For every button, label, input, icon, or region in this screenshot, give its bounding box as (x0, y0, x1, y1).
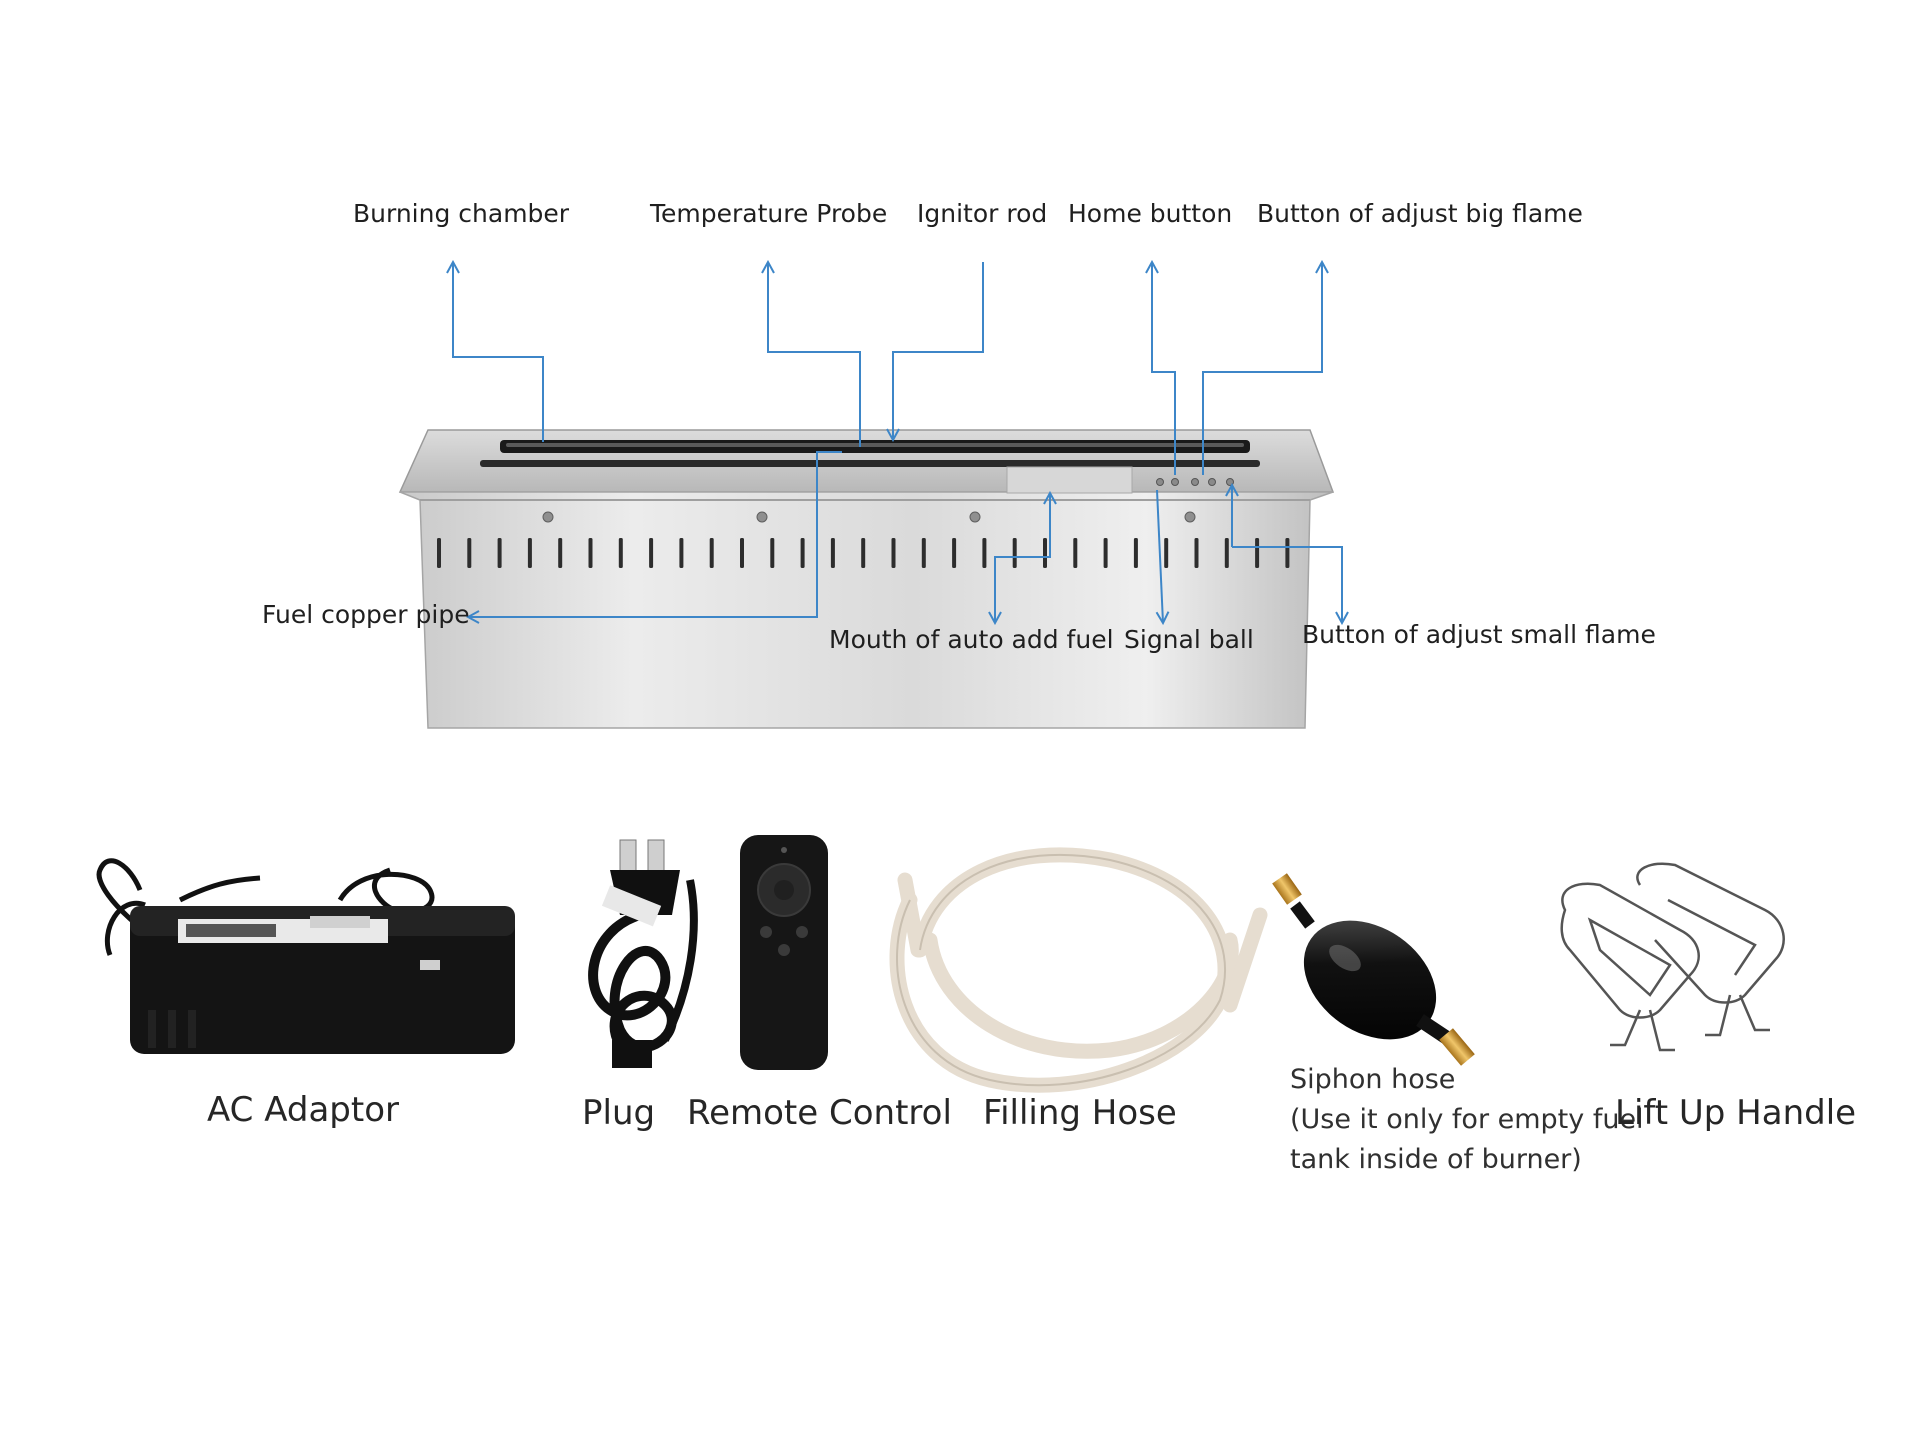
vent-slot (619, 538, 623, 568)
siphon-bulb-image (1272, 873, 1475, 1066)
vent-slot (589, 538, 593, 568)
label-home-button: Home button (1068, 199, 1232, 228)
vent-slot (831, 538, 835, 568)
label-temperature-probe: Temperature Probe (650, 199, 887, 228)
label-filling-hose: Filling Hose (983, 1093, 1177, 1133)
ac-adaptor-image (99, 861, 515, 1054)
vent-slot (1104, 538, 1108, 568)
label-fuel-copper-pipe: Fuel copper pipe (262, 600, 470, 629)
label-siphon-hose-title: Siphon hose (1290, 1060, 1455, 1100)
label-remote-control: Remote Control (687, 1093, 952, 1133)
burning-chamber-leader (453, 262, 543, 442)
vent-slot (1164, 538, 1168, 568)
vent-slot (1013, 538, 1017, 568)
vent-slot (1134, 538, 1138, 568)
label-siphon-hose-note: (Use it only for empty fuel tank inside … (1290, 1100, 1650, 1180)
label-auto-add-fuel: Mouth of auto add fuel (829, 625, 1114, 654)
vent-slot (437, 538, 441, 568)
vent-slot (528, 538, 532, 568)
filling-hose-image (897, 855, 1260, 1085)
vent-slot (498, 538, 502, 568)
vent-slot (1225, 538, 1229, 568)
vent-slot (982, 538, 986, 568)
ignitor-rod-leader (893, 262, 983, 440)
vent-slot (1043, 538, 1047, 568)
label-plug: Plug (582, 1093, 655, 1133)
vent-slot (558, 538, 562, 568)
label-ac-adaptor: AC Adaptor (207, 1090, 399, 1130)
vent-slot (467, 538, 471, 568)
vent-slot (801, 538, 805, 568)
label-signal-ball: Signal ball (1124, 625, 1254, 654)
vent-slot (679, 538, 683, 568)
remote-control-image (740, 835, 828, 1070)
ignitor-rod-bar (480, 460, 1260, 467)
vent-slot (861, 538, 865, 568)
label-big-flame-button: Button of adjust big flame (1257, 199, 1583, 228)
vent-slot (922, 538, 926, 568)
vent-slot (740, 538, 744, 568)
plug-image (593, 840, 694, 1068)
vent-slot (892, 538, 896, 568)
vent-slot (1073, 538, 1077, 568)
vent-slot (649, 538, 653, 568)
vent-slot (710, 538, 714, 568)
vent-slot (1255, 538, 1259, 568)
label-small-flame-button: Button of adjust small flame (1302, 620, 1656, 649)
vent-slot (1195, 538, 1199, 568)
temperature-probe-leader (768, 262, 860, 447)
vent-slot (770, 538, 774, 568)
home-button-dot (1157, 479, 1164, 486)
label-burning-chamber: Burning chamber (353, 199, 569, 228)
label-ignitor-rod: Ignitor rod (917, 199, 1047, 228)
lift-handle-image (1562, 864, 1784, 1050)
vent-slot (1285, 538, 1289, 568)
label-lift-up-handle: Lift Up Handle (1615, 1093, 1856, 1133)
vent-slot (952, 538, 956, 568)
burner-unit (400, 430, 1333, 728)
burner-front-panel (400, 492, 1333, 728)
